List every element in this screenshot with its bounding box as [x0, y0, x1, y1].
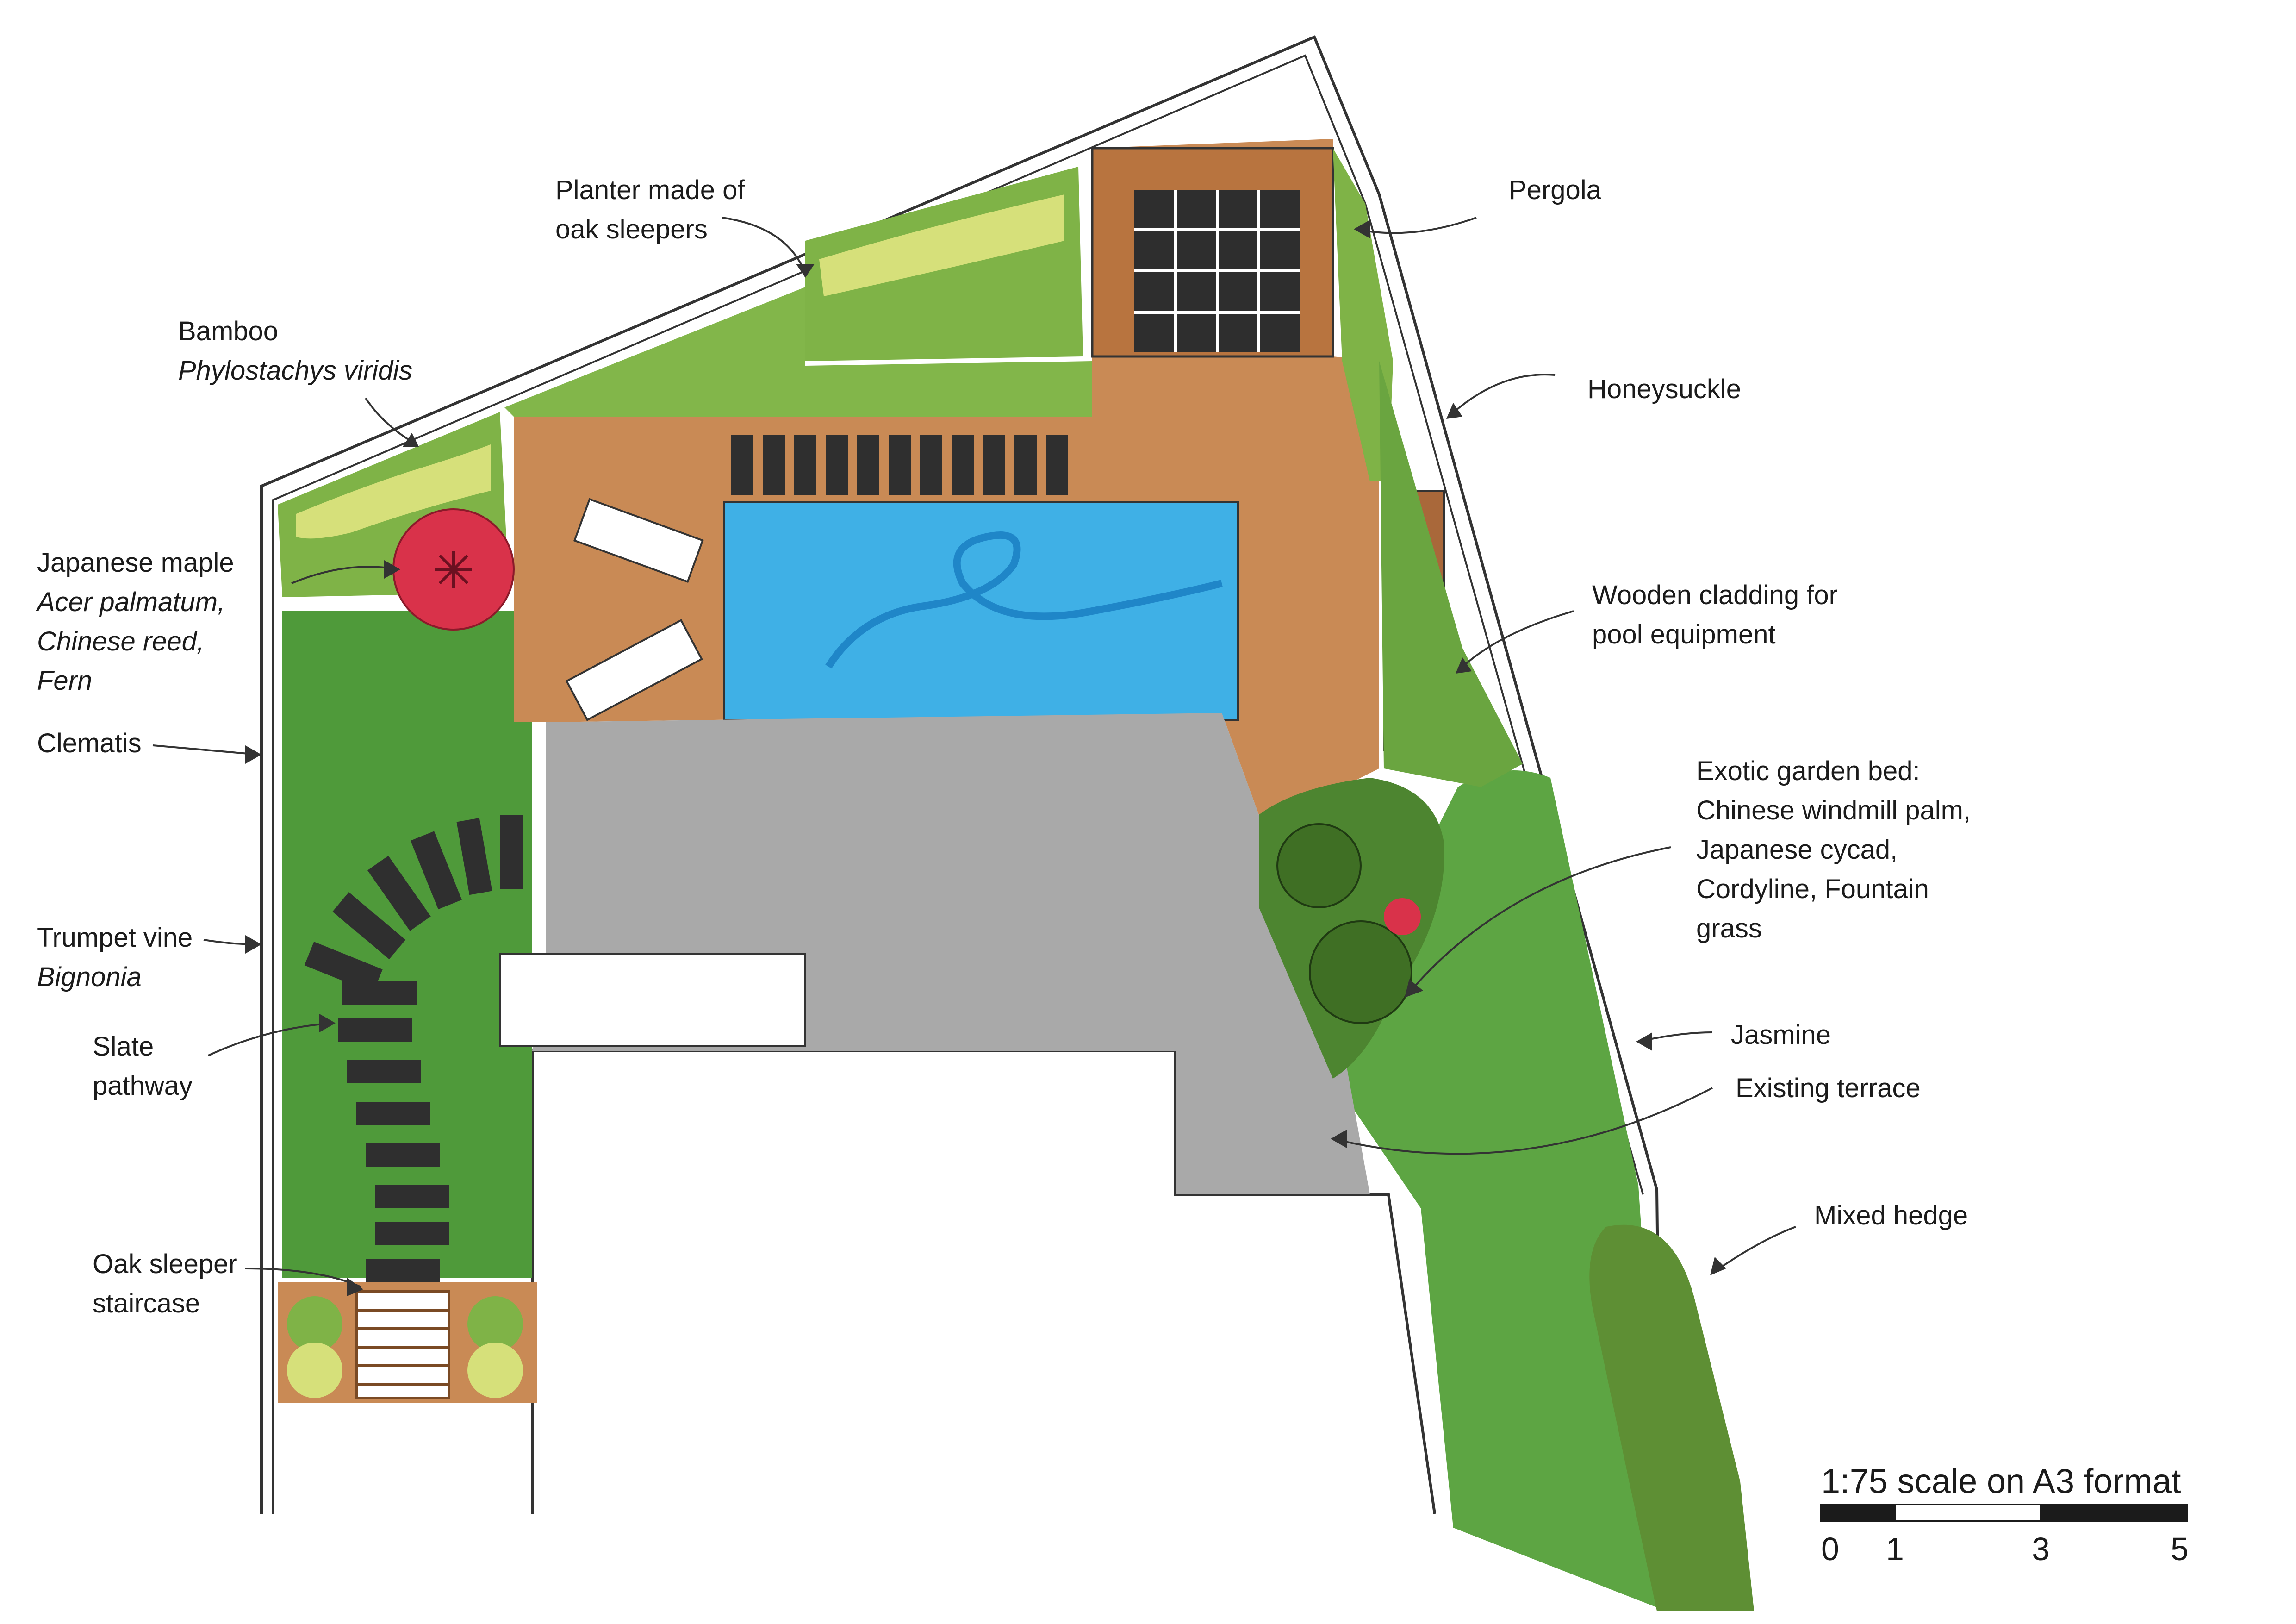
sun-lounger	[565, 619, 703, 721]
right-lawn	[1333, 770, 1666, 1611]
sun-lounger	[573, 498, 704, 583]
label-planter: Planter made of oak sleepers	[555, 175, 753, 244]
mixed-hedge	[1589, 1224, 1754, 1611]
label-clematis: Clematis	[37, 728, 142, 758]
slate-arrow	[208, 1022, 334, 1056]
leader-arrows	[152, 217, 1796, 1296]
pergola-grid-lines	[1134, 190, 1300, 352]
japanese-maple-center	[435, 551, 472, 588]
label-exotic: Exotic garden bed: Chinese windmill palm…	[1696, 756, 1978, 943]
arrow-heads	[245, 220, 1726, 1296]
label-maple: Japanese maple Acer palmatum, Chinese re…	[36, 548, 236, 696]
bamboo-highlights	[296, 444, 491, 539]
label-cladding: Wooden cladding for pool equipment	[1592, 580, 1845, 650]
label-slate: Slate pathway	[93, 1031, 193, 1101]
terrace-step	[499, 953, 806, 1047]
left-lawn	[282, 611, 532, 1278]
right-border-planting	[1379, 361, 1523, 787]
pool-swirl	[825, 531, 1223, 669]
label-terrace: Existing terrace	[1736, 1073, 1921, 1103]
terrace-arrow	[1332, 1087, 1713, 1155]
top-hedge-planting	[504, 287, 1092, 417]
cordyline	[1384, 898, 1421, 935]
oak-sleeper-planter-highlights	[819, 194, 1064, 296]
scale-segment	[1820, 1504, 1896, 1522]
scale-bar: 1:75 scale on A3 format 0 1 3 5	[1820, 1462, 2189, 1567]
shrub	[287, 1343, 342, 1398]
boundary-wall-inner	[272, 54, 1644, 1514]
scale-title: 1:75 scale on A3 format	[1821, 1462, 2181, 1500]
japanese-cycad	[1309, 920, 1412, 1024]
planter-arrow	[722, 217, 806, 274]
cladding-arrow	[1457, 610, 1574, 672]
exotic-arrow	[1406, 846, 1671, 996]
scale-tick: 0	[1821, 1531, 1839, 1567]
scale-tick: 1	[1886, 1531, 1904, 1567]
scale-segment	[1894, 1504, 2042, 1522]
pergola-arrow	[1356, 217, 1477, 234]
plan-drawing	[260, 35, 1754, 1612]
scale-tick: 5	[2171, 1531, 2189, 1567]
hedge-arrow	[1711, 1226, 1796, 1274]
existing-terrace	[532, 713, 1370, 1194]
label-pergola: Pergola	[1509, 175, 1602, 205]
pool-cover-slats	[731, 435, 1068, 495]
shrub	[467, 1296, 523, 1352]
shrub	[467, 1343, 523, 1398]
honeysuckle-arrow	[1448, 374, 1556, 418]
label-staircase: Oak sleeper staircase	[93, 1249, 245, 1318]
staircase-treads	[356, 1309, 449, 1386]
labels: Planter made of oak sleepers Pergola Bam…	[36, 175, 1978, 1318]
label-hedge: Mixed hedge	[1814, 1200, 1968, 1230]
label-trumpet: Trumpet vine Bignonia	[37, 923, 194, 992]
honeysuckle-planting	[1333, 148, 1393, 481]
clematis-arrow	[152, 744, 260, 756]
oak-sleeper-staircase	[355, 1290, 450, 1399]
label-honeysuckle: Honeysuckle	[1587, 374, 1741, 404]
windmill-palm	[1276, 823, 1362, 908]
label-jasmine: Jasmine	[1731, 1020, 1831, 1050]
scale-segment	[2040, 1504, 2188, 1522]
shrub	[287, 1296, 342, 1352]
label-bamboo: Bamboo Phylostachys viridis	[178, 316, 412, 386]
slate-pathway	[304, 815, 523, 1282]
scale-tick: 3	[2032, 1531, 2050, 1567]
